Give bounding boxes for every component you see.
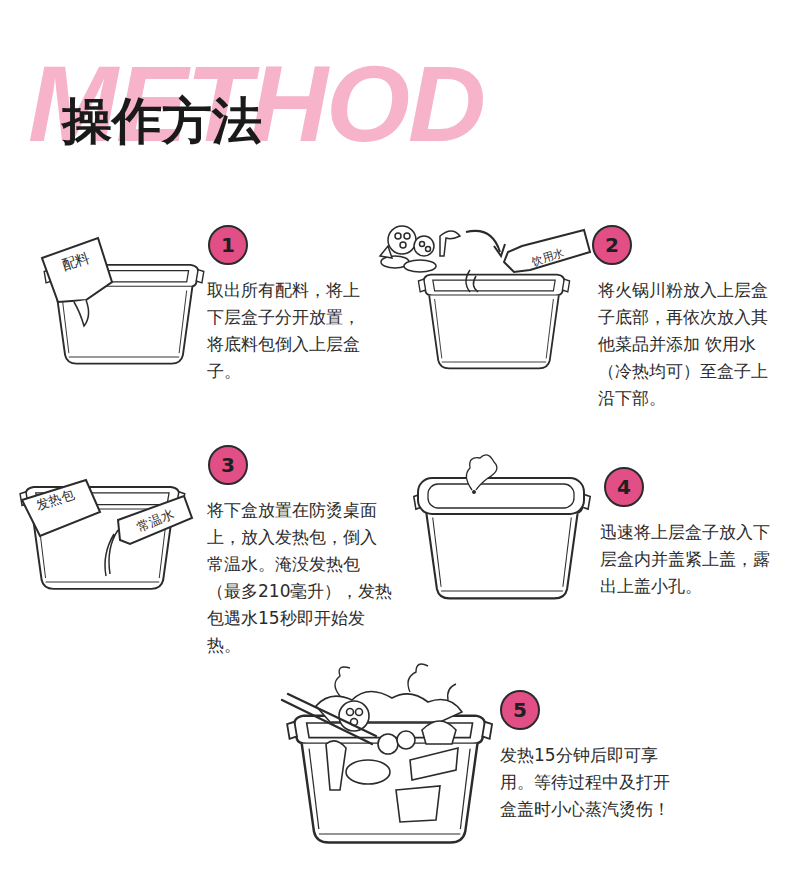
step-text: 将下盒放置在防烫桌面上，放入发热包，倒入常温水。淹没发热包（最多210毫升），发… — [207, 497, 393, 659]
step-text: 取出所有配料，将上下层盒子分开放置，将底料包倒入上层盒子。 — [207, 277, 369, 385]
step-number-circle: 5 — [500, 690, 540, 730]
step-text: 发热15分钟后即可享用。等待过程中及打开盒盖时小心蒸汽烫伤！ — [500, 742, 670, 823]
step-number-circle: 2 — [592, 225, 632, 265]
callout-number: 2 — [605, 233, 619, 257]
title: 操作方法 — [62, 96, 262, 146]
callout-number: 1 — [221, 233, 235, 257]
callout-number: 5 — [513, 698, 527, 722]
step-number-circle: 1 — [208, 225, 248, 265]
step-text: 将火锅川粉放入上层盒子底部，再依次放入其他菜品并添加 饮用水（冷热均可）至盒子上… — [598, 277, 768, 412]
step-number-circle: 3 — [208, 445, 248, 485]
callout-number: 3 — [221, 453, 235, 477]
step-number-circle: 4 — [604, 467, 644, 507]
callout-number: 4 — [617, 475, 631, 499]
step-text: 迅速将上层盒子放入下层盒内并盖紧上盖，露出上盖小孔。 — [600, 519, 772, 600]
